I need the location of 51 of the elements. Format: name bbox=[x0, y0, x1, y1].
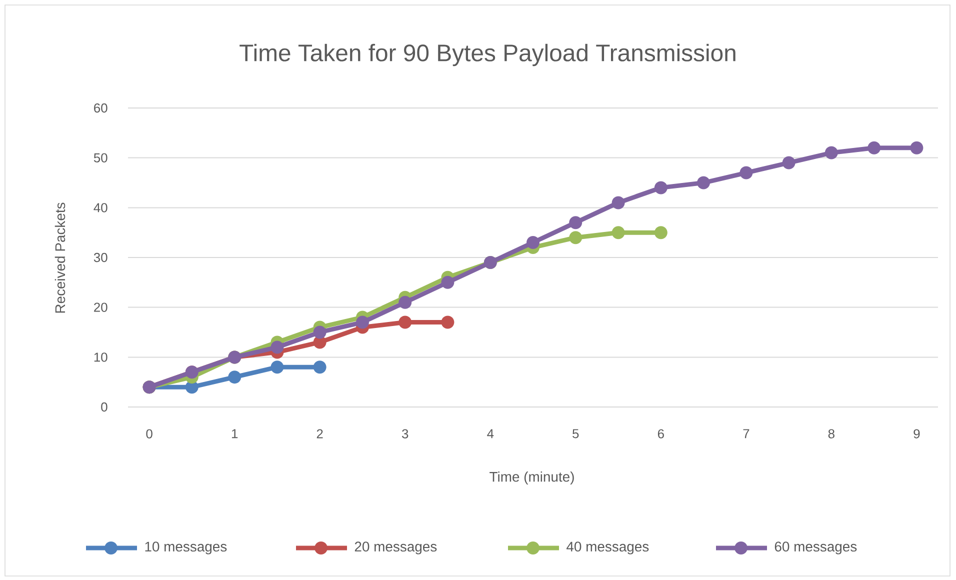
tick-label: 0 bbox=[101, 402, 108, 412]
tick-label: 5 bbox=[572, 429, 579, 438]
legend-item: 10 messages bbox=[86, 542, 227, 554]
tick-label: 7 bbox=[743, 429, 750, 438]
legend-label: 10 messages bbox=[145, 542, 227, 554]
tick-label: 8 bbox=[828, 429, 834, 438]
legend-label: 60 messages bbox=[774, 542, 857, 554]
point bbox=[824, 146, 838, 160]
point bbox=[441, 316, 454, 329]
tick-label: 10 bbox=[94, 352, 108, 362]
tick-label: 6 bbox=[658, 429, 664, 438]
point bbox=[910, 141, 924, 154]
point bbox=[398, 296, 412, 309]
legend-label: 40 messages bbox=[566, 542, 649, 554]
axis-title: Received Packets bbox=[54, 202, 66, 313]
axis-title: Time (minute) bbox=[490, 472, 574, 484]
legend-item: 20 messages bbox=[296, 542, 437, 554]
point bbox=[782, 156, 796, 170]
tick-label: 3 bbox=[402, 429, 408, 438]
tick-label: 20 bbox=[94, 302, 108, 312]
point bbox=[697, 176, 710, 190]
chart-title: Time Taken for 90 Bytes Payload Transmission bbox=[240, 44, 736, 66]
point bbox=[612, 196, 625, 210]
point bbox=[868, 141, 881, 154]
point bbox=[569, 216, 582, 230]
tick-label: 1 bbox=[232, 429, 238, 438]
tick-label: 4 bbox=[487, 429, 494, 438]
point bbox=[612, 226, 625, 240]
point bbox=[313, 360, 326, 374]
legend-item: 40 messages bbox=[508, 542, 649, 554]
tick-label: 9 bbox=[914, 429, 920, 438]
tick-label: 60 bbox=[94, 103, 108, 113]
point bbox=[740, 166, 753, 180]
point bbox=[270, 360, 284, 374]
point bbox=[228, 370, 242, 384]
legend-item: 60 messages bbox=[716, 542, 857, 554]
tick-label: 30 bbox=[94, 252, 108, 262]
point bbox=[441, 276, 454, 289]
tick-label: 40 bbox=[94, 203, 108, 212]
point bbox=[569, 231, 582, 244]
tick-label: 2 bbox=[316, 429, 323, 438]
tick-label: 50 bbox=[94, 153, 108, 162]
point bbox=[654, 226, 668, 240]
legend-label: 20 messages bbox=[354, 542, 437, 554]
point bbox=[654, 181, 668, 194]
point bbox=[270, 340, 284, 354]
tick-label: 0 bbox=[146, 429, 152, 438]
point bbox=[526, 236, 540, 249]
point bbox=[356, 316, 370, 329]
point bbox=[313, 326, 326, 339]
point bbox=[398, 316, 412, 329]
